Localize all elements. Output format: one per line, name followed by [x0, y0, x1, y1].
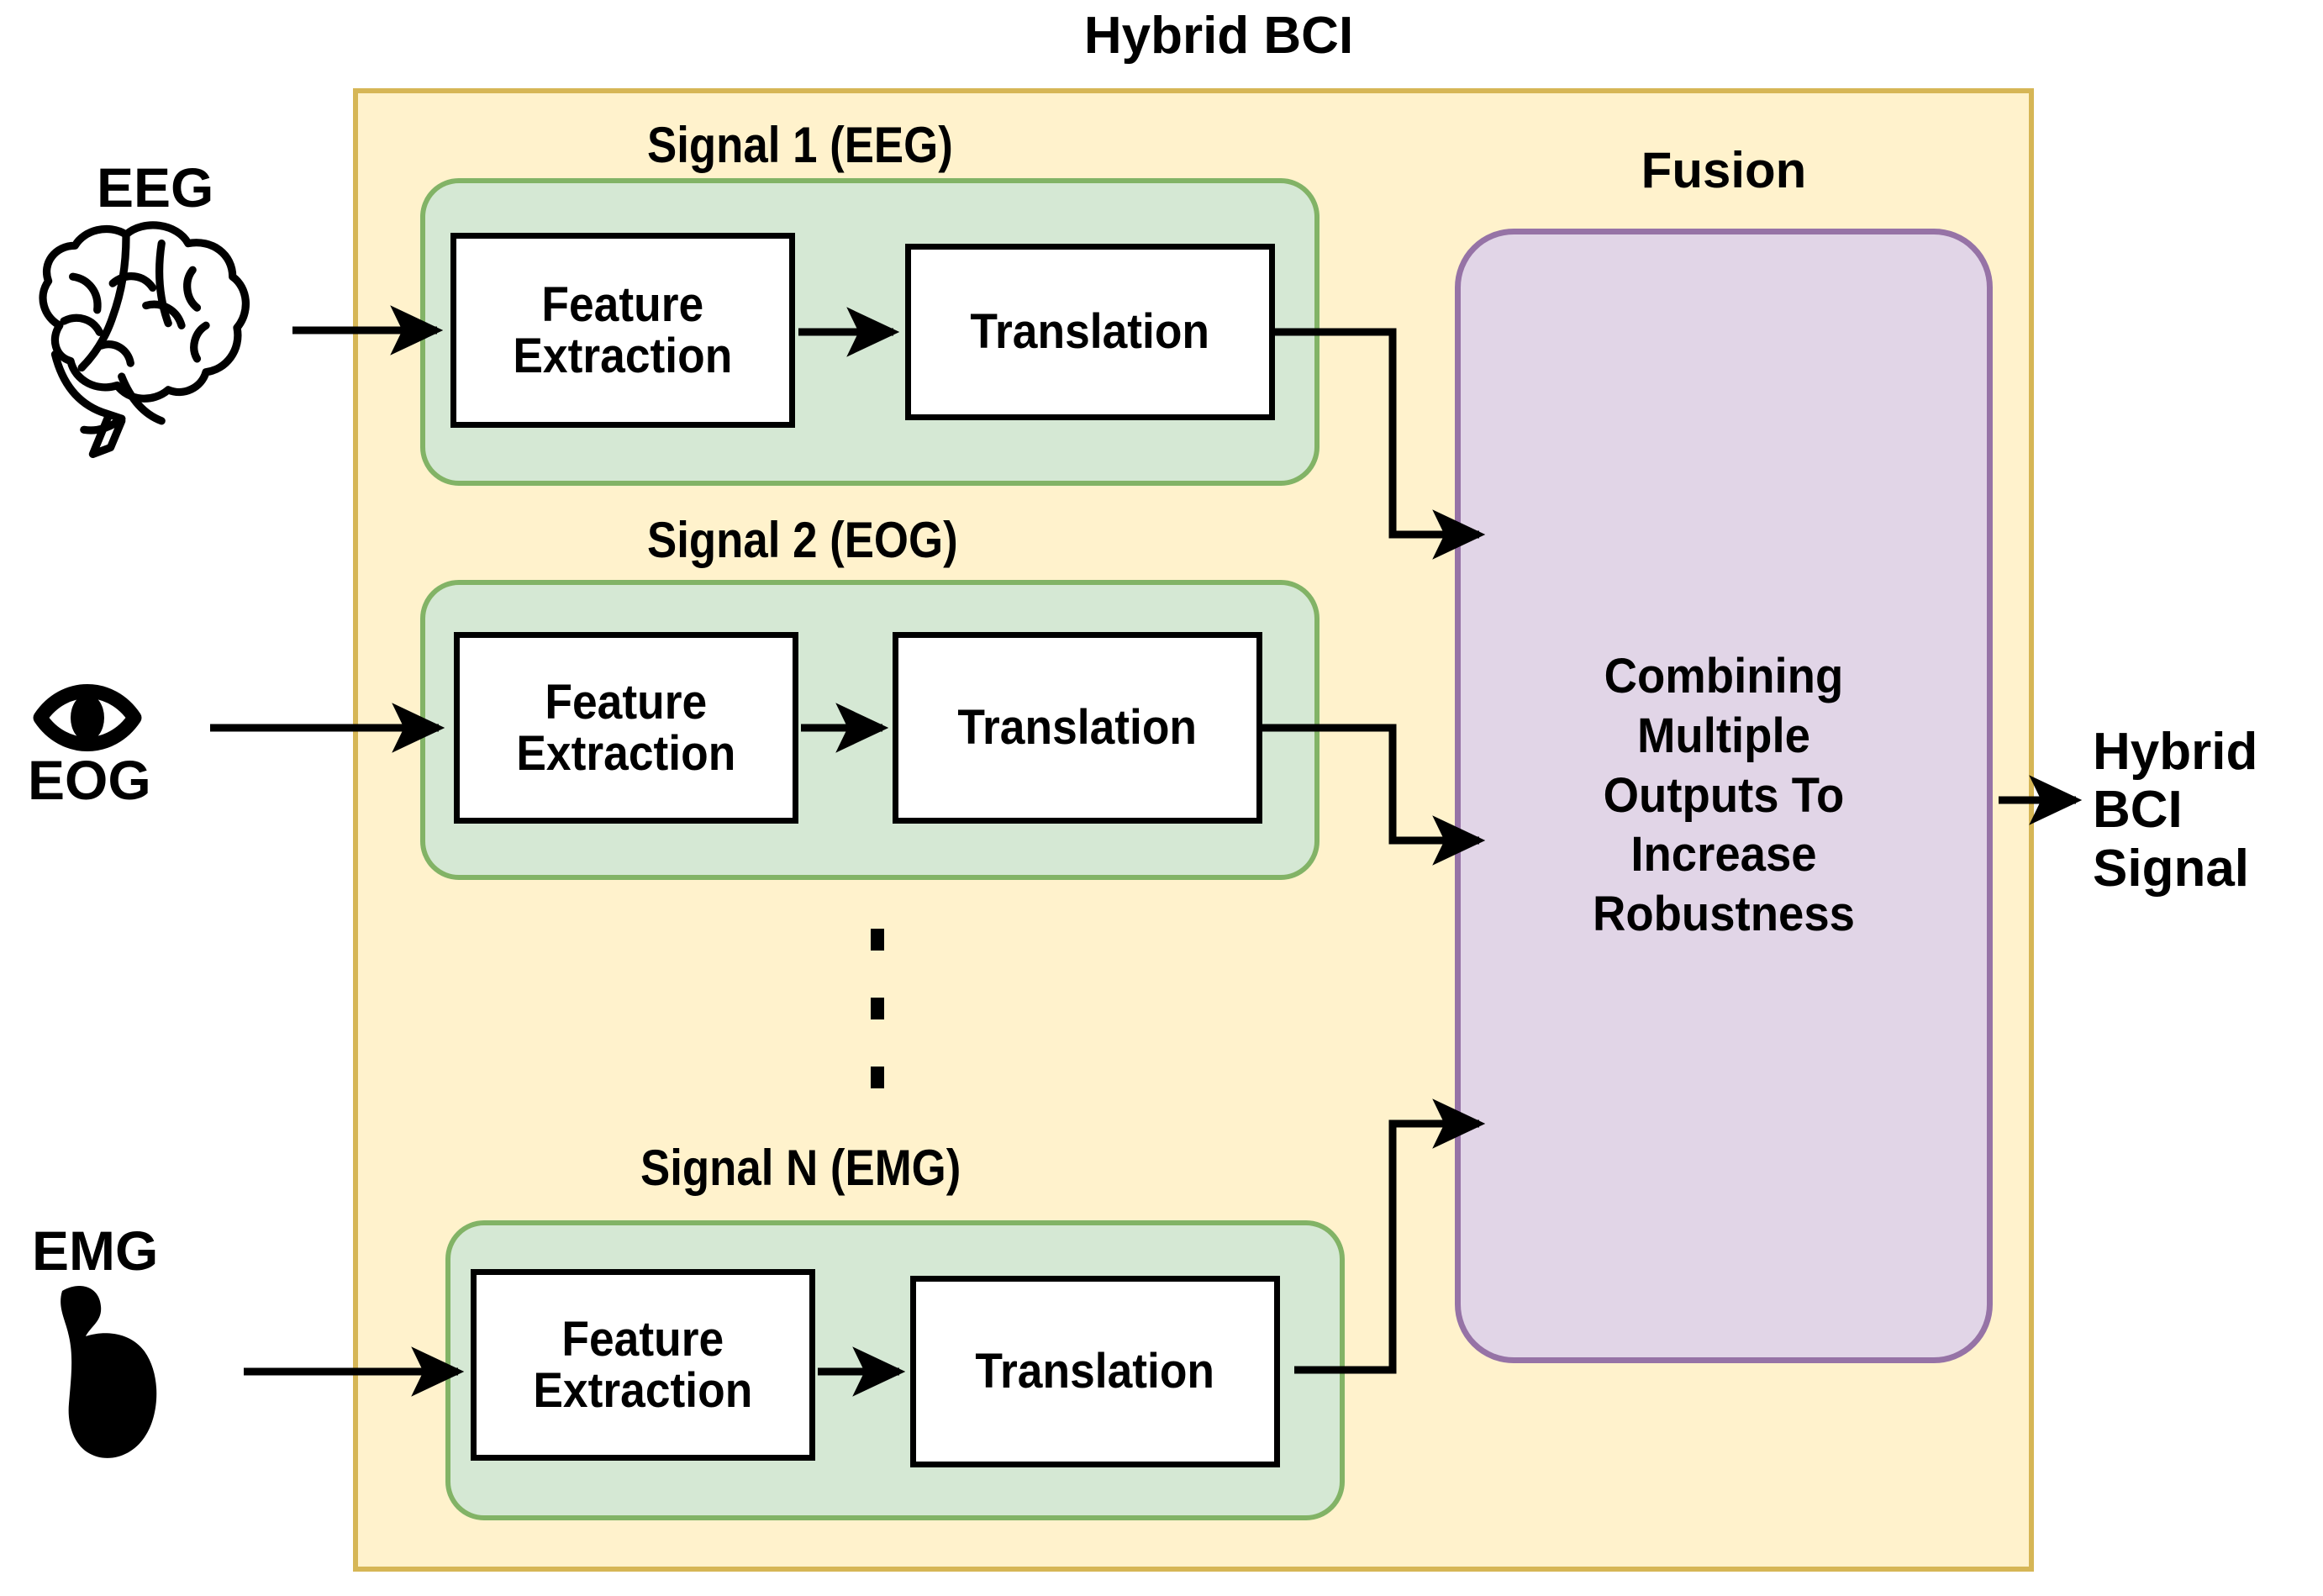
brain-icon: [39, 221, 250, 459]
output-label: Hybrid BCI Signal: [2093, 723, 2258, 898]
signal-1-translation-box[interactable]: Translation: [905, 244, 1275, 420]
signal-2-translation-box[interactable]: Translation: [893, 632, 1262, 824]
signal-n-label: Signal N (EMG): [640, 1140, 961, 1196]
signal-n-feature-extraction-box[interactable]: Feature Extraction: [471, 1269, 815, 1461]
source-label-emg: EMG: [32, 1219, 159, 1282]
box-line-2: Extraction: [513, 329, 733, 383]
eye-icon: [33, 684, 142, 751]
signal-2-label: Signal 2 (EOG): [647, 512, 958, 568]
box-line-2: Extraction: [533, 1363, 753, 1418]
signal-1-feature-extraction-box[interactable]: Feature Extraction: [450, 233, 795, 428]
flexed-biceps-icon: [61, 1286, 157, 1458]
ellipsis-dot: [871, 998, 884, 1019]
box-line-1: Feature: [541, 277, 704, 332]
box-line-1: Translation: [975, 1344, 1215, 1399]
page-title: Hybrid BCI: [1083, 7, 1354, 65]
box-line-1: Translation: [957, 700, 1198, 756]
box-line-1: Feature: [545, 674, 708, 730]
source-label-eog: EOG: [28, 749, 151, 811]
signal-n-translation-box[interactable]: Translation: [910, 1276, 1280, 1467]
signal-1-label: Signal 1 (EEG): [647, 117, 953, 173]
box-line-2: Extraction: [516, 726, 736, 781]
box-line-1: Feature: [561, 1311, 724, 1367]
vertical-ellipsis: [866, 929, 899, 1122]
ellipsis-dot: [871, 1067, 884, 1088]
box-line-1: Translation: [970, 304, 1210, 360]
ellipsis-dot: [871, 929, 884, 951]
fusion-label: Fusion: [1641, 142, 1807, 198]
fusion-box[interactable]: Combining Multiple Outputs To Increase R…: [1455, 229, 1993, 1363]
fusion-description: Combining Multiple Outputs To Increase R…: [1592, 649, 1856, 942]
signal-2-feature-extraction-box[interactable]: Feature Extraction: [454, 632, 798, 824]
source-label-eeg: EEG: [97, 156, 214, 219]
